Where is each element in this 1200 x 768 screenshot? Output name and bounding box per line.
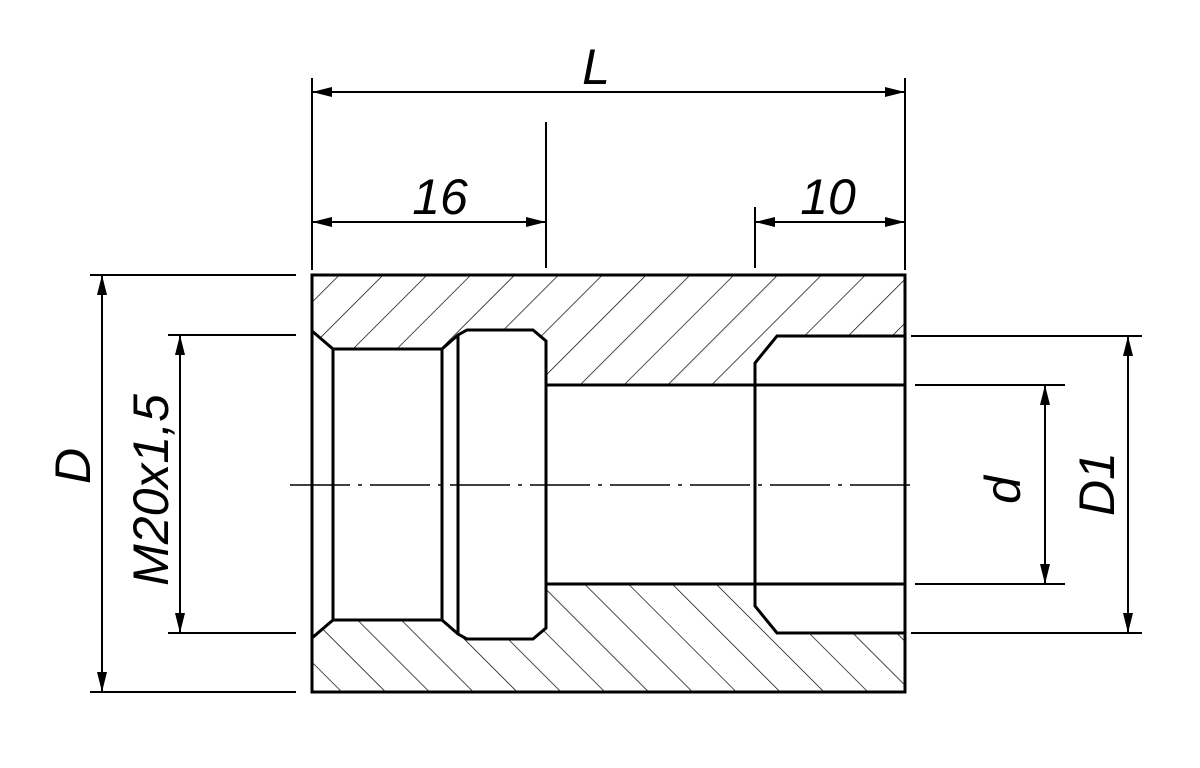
part-outline	[310, 273, 907, 694]
svg-text:16: 16	[412, 169, 468, 225]
dimension-L: L	[311, 39, 906, 270]
svg-text:D1: D1	[1069, 452, 1125, 516]
dimension-thread: M20x1,5	[123, 334, 296, 634]
svg-text:D: D	[45, 448, 101, 484]
svg-text:M20x1,5: M20x1,5	[123, 394, 179, 586]
dimension-D1: D1	[911, 335, 1142, 634]
dimension-d: d	[915, 384, 1065, 585]
svg-text:10: 10	[800, 169, 856, 225]
dimension-10: 10	[754, 169, 905, 268]
dimension-D: D	[45, 274, 296, 693]
svg-text:L: L	[582, 39, 610, 95]
dimension-16: 16	[312, 122, 547, 268]
svg-text:d: d	[975, 474, 1031, 504]
top-wall-section	[312, 275, 905, 385]
bottom-wall-section	[312, 584, 905, 692]
